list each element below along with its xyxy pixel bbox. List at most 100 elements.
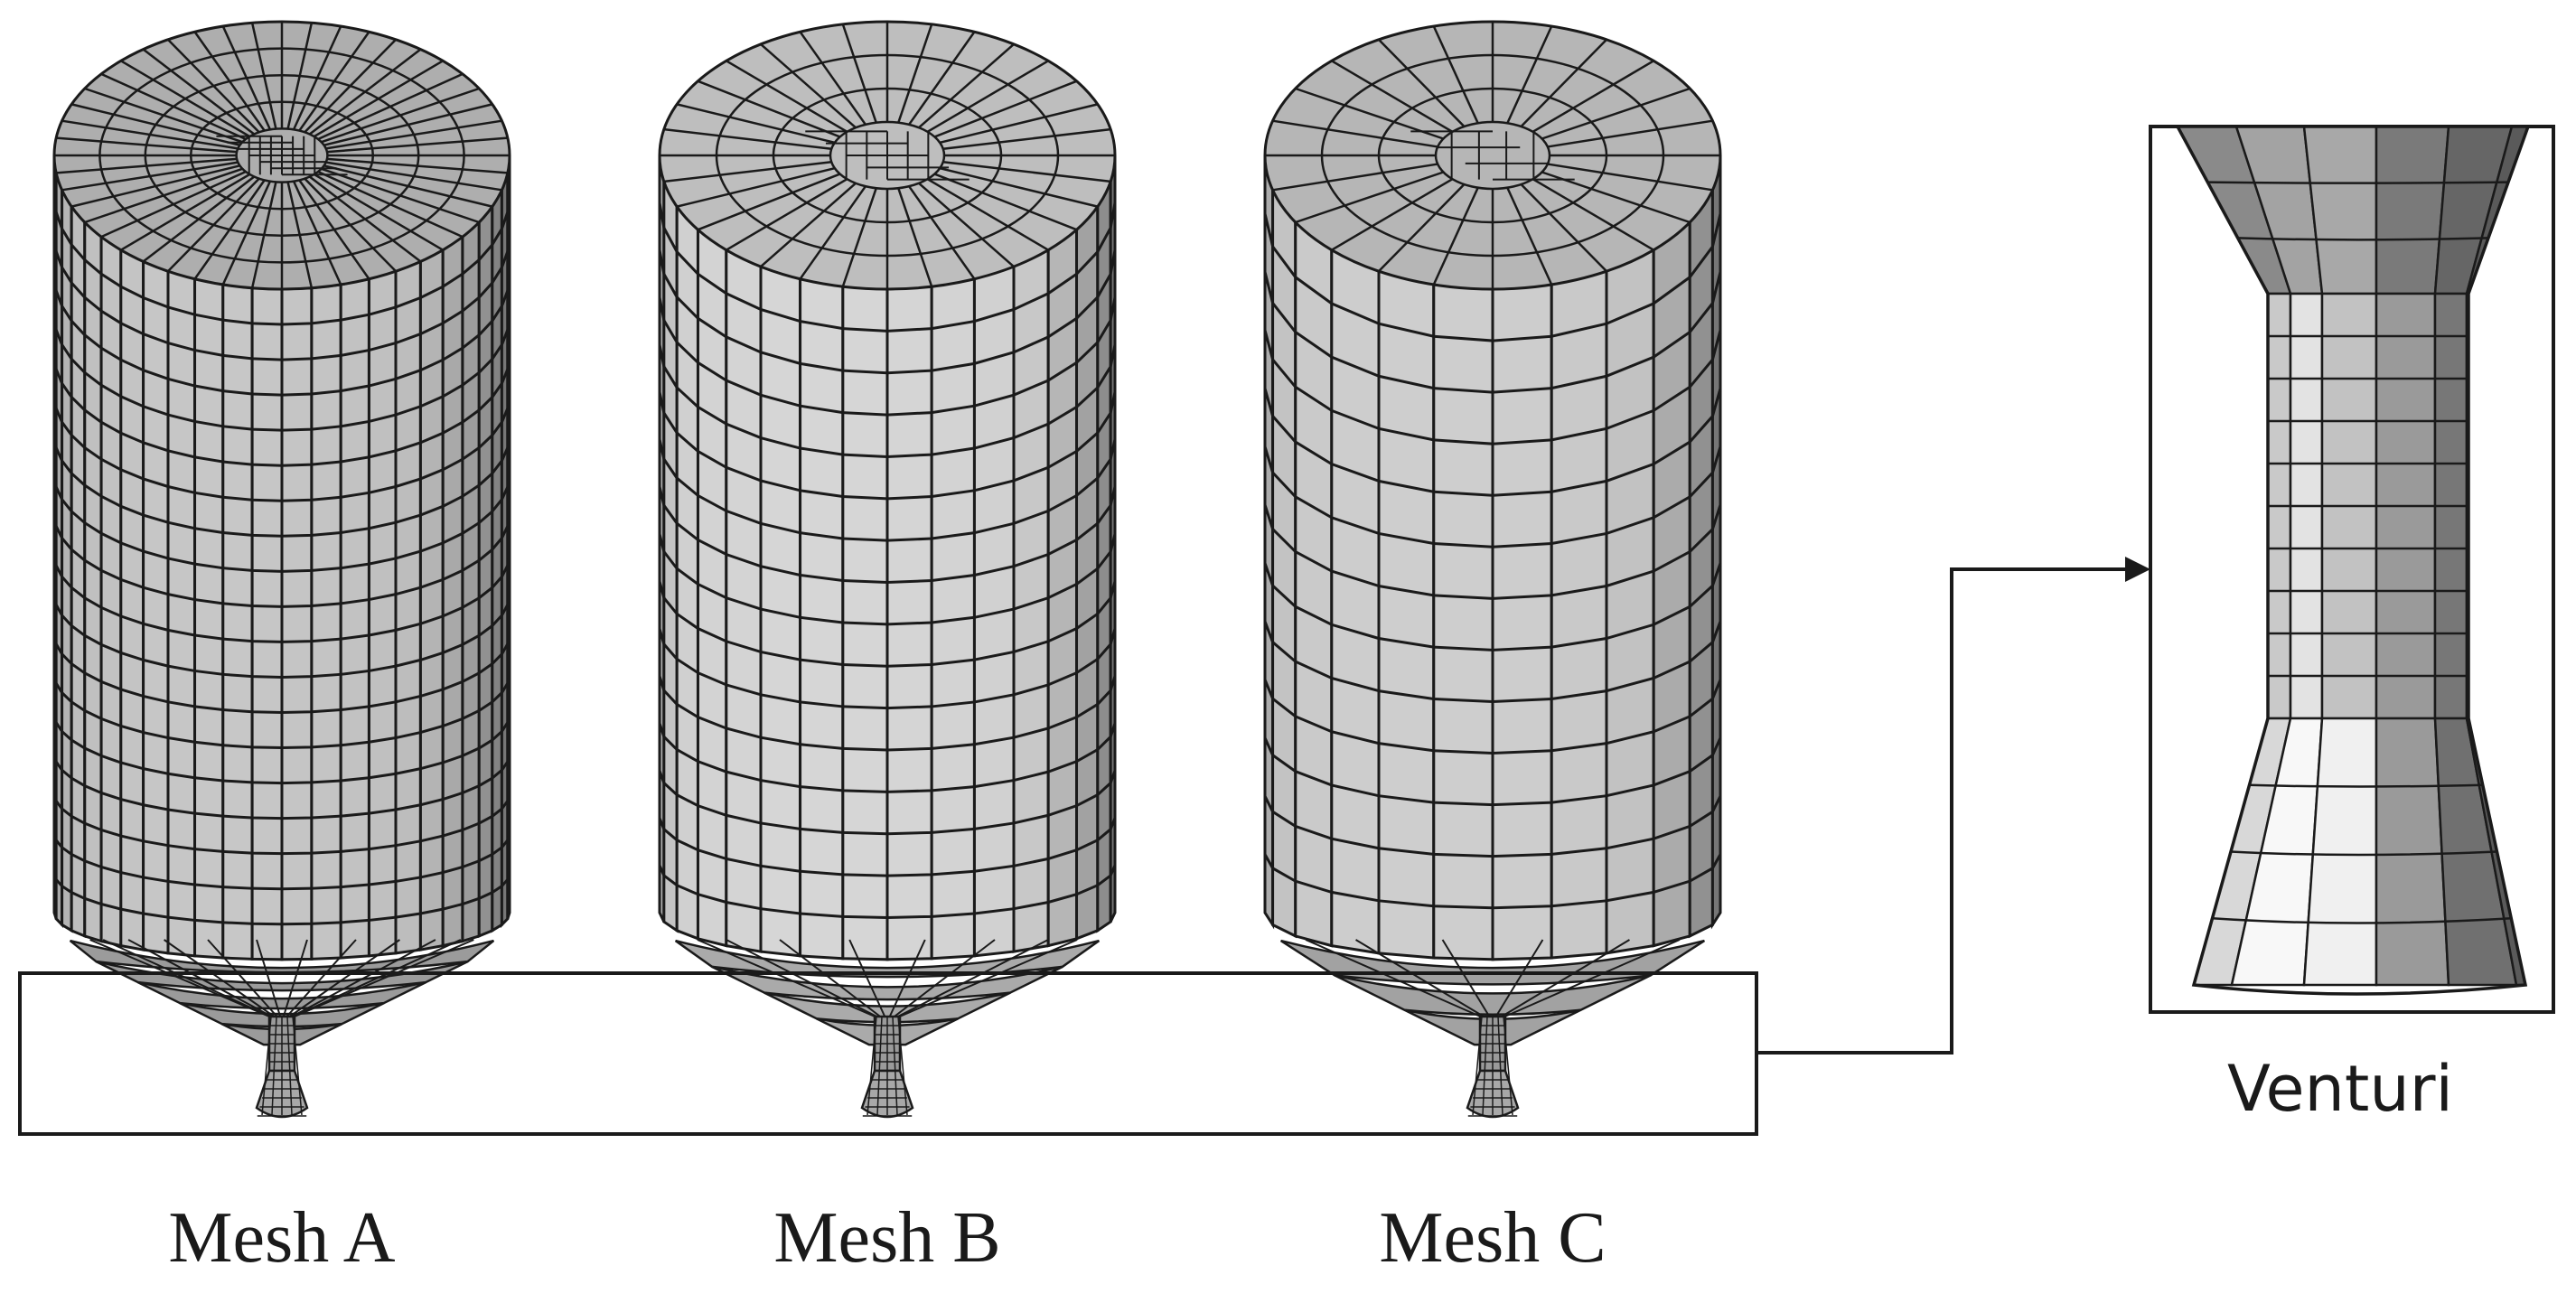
mesh-a-cap-spoke	[84, 167, 243, 224]
mesh-b-ring	[658, 486, 1117, 585]
mesh-a-cap-spoke	[193, 179, 266, 280]
mesh-a-cone-line	[207, 939, 278, 1017]
mesh-b-cone-band	[711, 965, 1063, 1001]
mesh-a-label: Mesh A	[168, 1198, 396, 1278]
mesh-a-ring	[52, 434, 511, 538]
mesh-c-cap-spoke	[1295, 87, 1444, 140]
mesh-a-ring	[52, 553, 511, 643]
mesh-a-ring	[52, 753, 511, 820]
mesh-a-panel	[477, 202, 494, 939]
mesh-a-panel	[310, 283, 342, 961]
venturi-row-line	[2249, 783, 2483, 788]
mesh-a-cone-line	[294, 939, 474, 1017]
mesh-c-ring	[1263, 388, 1722, 497]
mesh-b-cone-line	[697, 939, 876, 1017]
mesh-a-ring	[52, 394, 511, 502]
mesh-b-ring	[658, 770, 1117, 836]
mesh-b-cap-spoke	[726, 178, 848, 251]
mesh-c-model	[1263, 20, 1722, 1119]
mesh-a-cap-spoke	[323, 103, 493, 146]
mesh-b-cap-spoke	[933, 80, 1077, 138]
mesh-c-cap-spoke	[1506, 187, 1553, 286]
mesh-b-tip-vertical	[892, 1016, 898, 1116]
mesh-c-ring	[1263, 213, 1722, 342]
mesh-a-panel	[394, 259, 422, 955]
mesh-c-cap-spoke	[1331, 60, 1454, 133]
mesh-b-ring	[658, 202, 1117, 333]
mesh-a-cap-spoke	[292, 181, 342, 286]
mesh-a-cone-line	[256, 939, 282, 1017]
mesh-c-cone-line	[1494, 939, 1544, 1017]
mesh-a-cap-spoke	[84, 87, 243, 144]
mesh-b-cone-line	[726, 939, 877, 1017]
mesh-c-cap-spoke	[1331, 178, 1454, 251]
mesh-a-top-cap	[52, 20, 511, 291]
mesh-a-ring	[52, 354, 511, 467]
mesh-c-cap-spoke	[1547, 119, 1713, 148]
venturi-detail	[2175, 125, 2531, 996]
mesh-a-cone-line	[291, 939, 436, 1017]
mesh-c-rings	[1263, 213, 1722, 910]
mesh-a-cap-spoke	[304, 38, 397, 134]
mesh-b-cap-spoke	[942, 160, 1111, 183]
mesh-b-ring	[658, 249, 1117, 375]
mesh-a-panel	[193, 277, 225, 960]
mesh-a-ring	[52, 713, 511, 785]
mesh-c-cap-spoke	[1432, 25, 1479, 124]
mesh-a-cap-spoke	[120, 173, 250, 251]
mesh-a-cap-spoke	[321, 167, 480, 224]
mesh-c-cone-line	[1501, 939, 1630, 1017]
mesh-a-panel	[367, 269, 398, 958]
mesh-a-cone-line	[102, 939, 271, 1017]
mesh-b-model	[658, 20, 1117, 1119]
venturi-row-line	[2212, 917, 2512, 924]
mesh-b-cone-line	[888, 939, 926, 1017]
mesh-c-cap-spoke	[1520, 183, 1607, 273]
mesh-b-cone-line	[848, 939, 886, 1017]
mesh-a-cap-spoke	[314, 60, 444, 138]
mesh-c-cone-line	[1305, 939, 1481, 1017]
mesh-a-rings	[52, 194, 511, 926]
mesh-c-cone-band	[1334, 974, 1652, 1016]
venturi-row-line	[2230, 850, 2497, 857]
mesh-a-ring	[52, 872, 511, 926]
mesh-a-cap-spoke	[221, 181, 272, 286]
mesh-b-cap-spoke	[939, 103, 1099, 145]
mesh-a-tip-vertical	[271, 1016, 277, 1116]
mesh-b-tip-vertical	[866, 1016, 877, 1116]
mesh-a-cone-line	[286, 939, 357, 1017]
mesh-a-ring	[52, 832, 511, 891]
mesh-a-panel	[221, 283, 254, 961]
mesh-c-cap-spoke	[1541, 171, 1691, 224]
mesh-a-cap-spoke	[250, 22, 277, 129]
mesh-a-tip-vertical	[261, 1016, 272, 1116]
mesh-b-cap-spoke	[760, 182, 857, 267]
mesh-a-cap-spoke	[314, 173, 444, 251]
mesh-a-cap-spoke	[61, 161, 239, 192]
mesh-a-panel	[250, 286, 284, 961]
mesh-b-ring	[658, 865, 1117, 919]
mesh-a-cone-line	[164, 939, 276, 1017]
mesh-c-panel	[1377, 269, 1436, 960]
mesh-c-ring	[1263, 679, 1722, 755]
mesh-a-cap-spoke	[325, 119, 502, 150]
mesh-c-cap-spoke	[1547, 163, 1713, 192]
mesh-a-cone-line	[288, 939, 400, 1017]
mesh-b-ring	[658, 817, 1117, 877]
mesh-a-cone-line	[282, 939, 308, 1017]
mesh-b-cap-spoke	[933, 173, 1077, 231]
mesh-b-venturi-tip	[860, 1015, 914, 1119]
mesh-c-cap-spoke	[1272, 163, 1438, 192]
mesh-a-panel	[418, 248, 445, 951]
mesh-a-panel	[461, 219, 481, 943]
mesh-a-ring	[52, 792, 511, 856]
mesh-a-panel	[70, 202, 87, 939]
mesh-a-cap-spoke	[250, 182, 277, 289]
mesh-b-cap-spoke	[663, 160, 832, 183]
mesh-c-label: Mesh C	[1379, 1198, 1606, 1278]
mesh-c-tip-vertical	[1472, 1016, 1483, 1116]
mesh-a-model	[52, 20, 511, 1119]
mesh-a-panel	[166, 269, 197, 958]
mesh-a-cap-spoke	[286, 182, 314, 289]
mesh-a-cap-spoke	[321, 87, 480, 144]
